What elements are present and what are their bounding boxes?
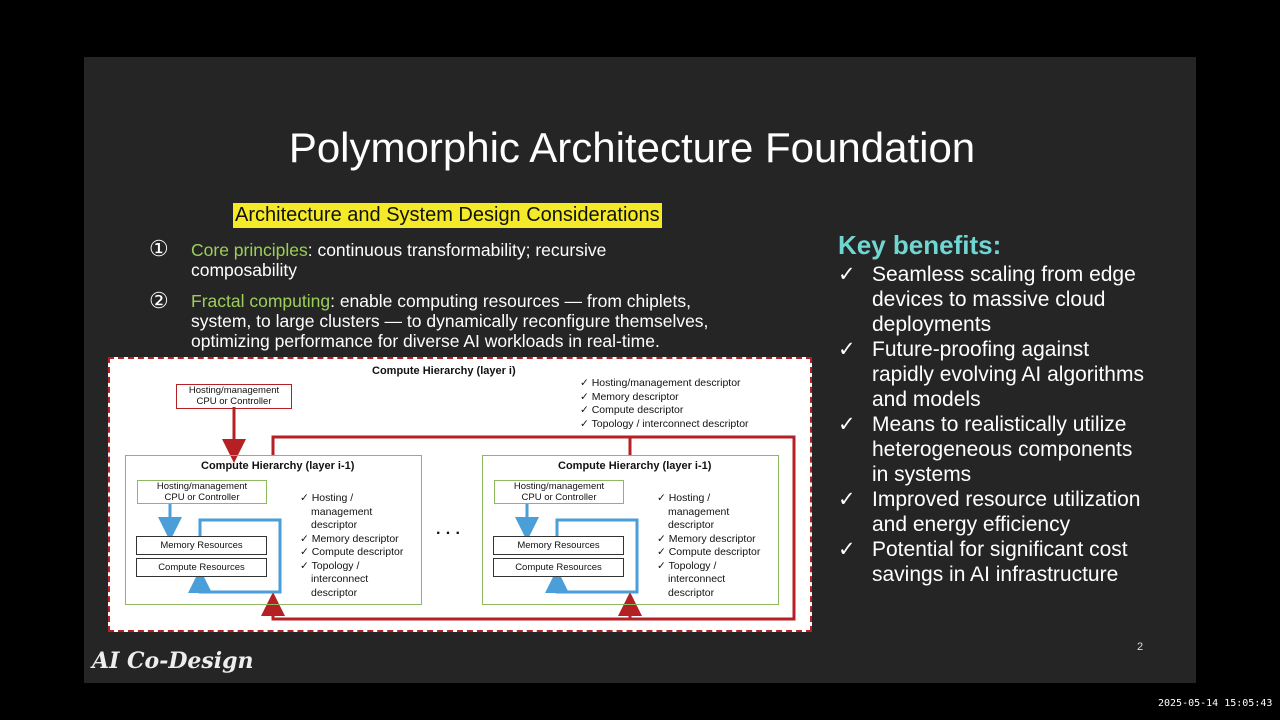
memory-resources-box: Memory Resources (493, 536, 624, 555)
item-1-line2: composability (191, 260, 298, 280)
inner-descriptors: ✓ Hosting / management descriptor ✓ Memo… (657, 492, 760, 600)
descriptor: management (311, 505, 373, 518)
check-icon: ✓ (838, 488, 856, 511)
descriptor: descriptor (668, 519, 715, 531)
benefit-line: deployments (872, 313, 992, 336)
recording-timestamp: 2025-05-14 15:05:43 (1158, 698, 1273, 709)
outer-hierarchy-title: Compute Hierarchy (layer i) (372, 365, 516, 377)
item-1-line1: : continuous transformability; recursive (307, 240, 607, 260)
inner-hierarchy-title: Compute Hierarchy (layer i-1) (201, 460, 355, 472)
descriptor: ✓ Topology / (300, 559, 360, 572)
item-2: Fractal computing: enable computing reso… (191, 291, 831, 351)
benefit-line: Seamless scaling from edge (872, 263, 1136, 286)
inner-host-line2: CPU or Controller (164, 492, 240, 503)
check-icon: ✓ (838, 413, 856, 436)
descriptor: ✓ Topology / (657, 559, 717, 572)
blue-loop-right (545, 518, 639, 594)
memory-resources-box: Memory Resources (136, 536, 267, 555)
descriptor: ✓ Hosting/management descriptor (580, 377, 741, 389)
memory-resources-label: Memory Resources (517, 540, 600, 551)
descriptor: interconnect (668, 573, 726, 585)
item-number-1: ① (149, 236, 169, 261)
item-2-line1: : enable computing resources — from chip… (330, 291, 691, 311)
compute-resources-box: Compute Resources (136, 558, 267, 577)
descriptor: ✓ Compute descriptor (657, 546, 761, 558)
slide-subtitle: Architecture and System Design Considera… (233, 203, 662, 228)
inner-hierarchy-left: Compute Hierarchy (layer i-1) Hosting/ma… (125, 455, 422, 605)
benefit-line: heterogeneous components (872, 438, 1133, 461)
descriptor: descriptor (311, 586, 358, 599)
item-number-2: ② (149, 288, 169, 313)
descriptor: ✓ Memory descriptor (657, 532, 756, 545)
item-2-line3: optimizing performance for diverse AI wo… (191, 331, 660, 351)
descriptor: ✓ Topology / interconnect descriptor (580, 417, 749, 430)
inner-host-line1: Hosting/management (156, 481, 248, 492)
descriptor: ✓ Hosting / (300, 492, 354, 504)
benefit-line: Potential for significant cost (872, 538, 1128, 561)
check-icon: ✓ (838, 538, 856, 561)
benefit-line: savings in AI infrastructure (872, 563, 1119, 586)
compute-resources-label: Compute Resources (515, 562, 602, 573)
outer-host-box: Hosting/management CPU or Controller (176, 384, 292, 409)
inner-host-line2: CPU or Controller (521, 492, 597, 503)
descriptor: management (668, 505, 730, 518)
inner-hierarchy-right: Compute Hierarchy (layer i-1) Hosting/ma… (482, 455, 779, 605)
benefit-line: Improved resource utilization (872, 488, 1141, 511)
blue-loop-left (188, 518, 282, 594)
ellipsis: · · · (436, 525, 461, 542)
slide-title: Polymorphic Architecture Foundation (288, 124, 976, 171)
compute-resources-box: Compute Resources (493, 558, 624, 577)
outer-host-line1: Hosting/management (188, 385, 280, 396)
check-icon: ✓ (838, 338, 856, 361)
item-2-head: Fractal computing (191, 291, 331, 311)
inner-hierarchy-title: Compute Hierarchy (layer i-1) (558, 460, 712, 472)
benefit-line: devices to massive cloud (872, 288, 1106, 311)
descriptor: descriptor (668, 586, 715, 599)
descriptor: ✓ Memory descriptor (580, 390, 679, 403)
benefit-line: rapidly evolving AI algorithms (872, 363, 1144, 386)
compute-resources-label: Compute Resources (158, 562, 245, 573)
benefit-line: and models (872, 388, 981, 411)
descriptor: ✓ Memory descriptor (300, 532, 399, 545)
check-icon: ✓ (838, 263, 856, 286)
diagram-connectors (158, 407, 796, 621)
outer-host-line2: CPU or Controller (196, 396, 272, 407)
ai-codesign-logo: AI Co-Design (92, 648, 254, 674)
benefit-line: and energy efficiency (872, 513, 1071, 536)
inner-host-line1: Hosting/management (513, 481, 605, 492)
benefit-line: Future-proofing against (872, 338, 1090, 361)
item-1-head: Core principles (191, 240, 308, 260)
memory-resources-label: Memory Resources (160, 540, 243, 551)
item-1: Core principles: continuous transformabi… (191, 240, 791, 280)
descriptor: descriptor (311, 519, 358, 531)
compute-hierarchy-diagram: Compute Hierarchy (layer i) Hosting/mana… (108, 357, 812, 632)
descriptor: ✓ Compute descriptor (300, 546, 404, 558)
benefit-line: Means to realistically utilize (872, 413, 1127, 436)
benefit-line: in systems (872, 463, 972, 486)
inner-host-box: Hosting/management CPU or Controller (494, 480, 624, 504)
descriptor: ✓ Hosting / (657, 492, 711, 504)
page-number: 2 (1137, 641, 1144, 653)
descriptor: interconnect (311, 573, 369, 585)
inner-descriptors: ✓ Hosting / management descriptor ✓ Memo… (300, 492, 403, 600)
descriptor: ✓ Compute descriptor (580, 404, 684, 416)
loop-connector (261, 435, 796, 621)
inner-host-box: Hosting/management CPU or Controller (137, 480, 267, 504)
item-2-line2: system, to large clusters — to dynamical… (191, 311, 709, 331)
key-benefits-title: Key benefits: (838, 230, 1002, 260)
outer-descriptors: ✓ Hosting/management descriptor ✓ Memory… (580, 377, 749, 431)
